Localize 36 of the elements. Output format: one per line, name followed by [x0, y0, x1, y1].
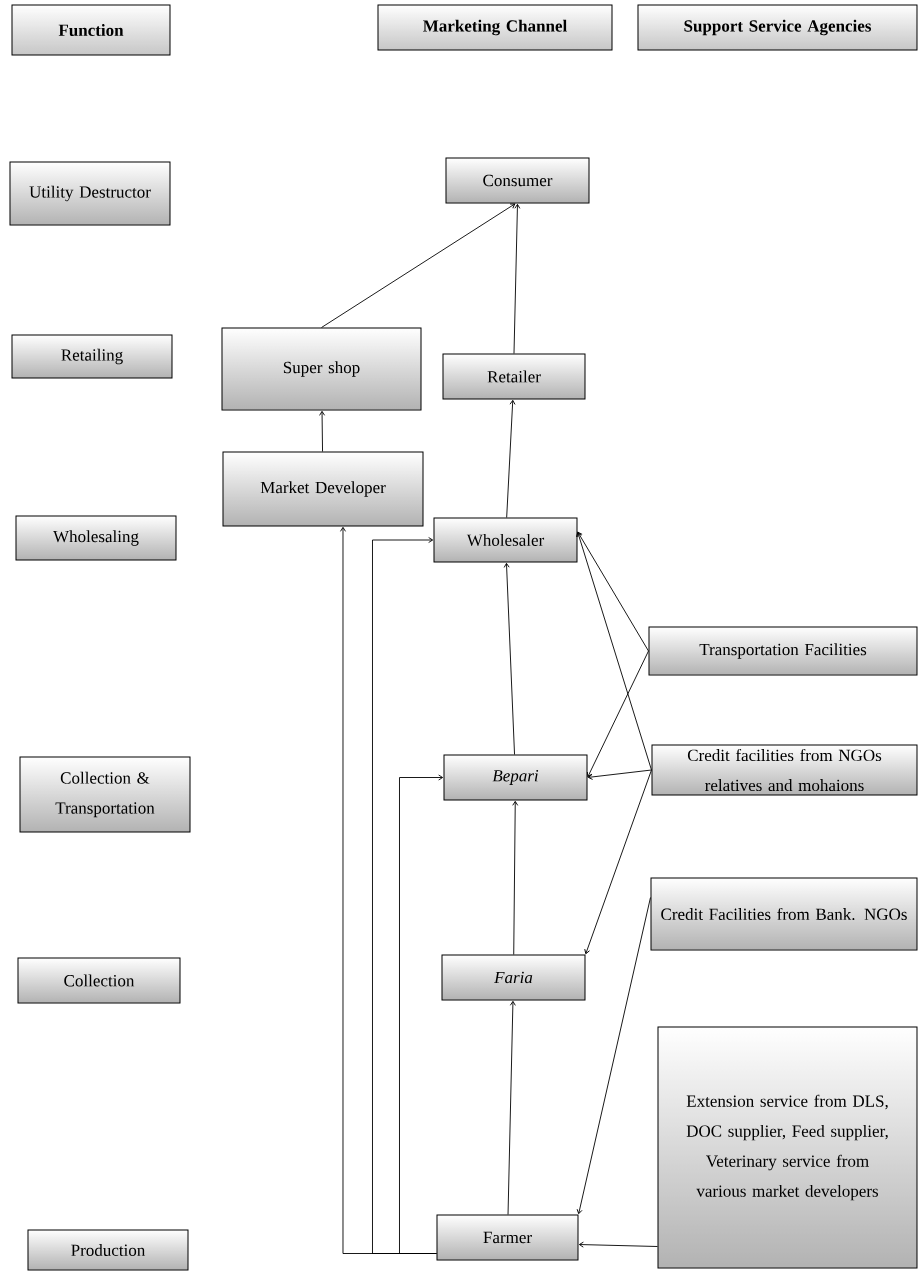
column-header: Support Service Agencies	[637, 4, 918, 51]
arrow	[512, 800, 519, 955]
channel-box: Faria	[441, 954, 586, 1001]
channel-box: Consumer	[445, 157, 590, 204]
channel-box: Retailer	[442, 353, 586, 400]
arrow	[576, 897, 651, 1215]
column-header: Marketing Channel	[377, 4, 613, 51]
channel-box: Farmer	[436, 1214, 579, 1261]
agency-box: Transportation Facilities	[648, 626, 918, 676]
arrow	[584, 769, 652, 955]
channel-box: Market Developer	[222, 451, 424, 527]
arrow	[578, 1241, 658, 1248]
function-box: Production	[27, 1229, 189, 1271]
function-box: Wholesaling	[15, 515, 177, 561]
arrow	[587, 769, 652, 780]
channel-box: Super shop	[221, 327, 422, 411]
arrow	[586, 650, 649, 778]
agency-box: Credit facilities from NGOs relatives and mohaions	[651, 744, 918, 796]
function-box: Collection & Transportation	[19, 756, 191, 833]
arrow	[319, 410, 326, 452]
agency-box: Extension service from DLS, DOC supplier, Feed supplier, Veterinary service from various market developers	[657, 1026, 918, 1269]
arrow	[513, 203, 521, 354]
arrow	[577, 531, 649, 652]
arrow	[506, 399, 516, 518]
arrow	[503, 562, 515, 755]
arrow	[507, 1000, 516, 1215]
column-header: Function	[11, 4, 171, 56]
function-box: Collection	[17, 957, 181, 1004]
channel-box: Bepari	[443, 754, 588, 801]
arrow	[576, 531, 652, 771]
function-box: Utility Destructor	[9, 161, 171, 226]
arrow	[399, 774, 444, 1254]
arrow	[321, 203, 516, 328]
agency-box: Credit Facilities from Bank. NGOs	[650, 877, 918, 951]
channel-box: Wholesaler	[433, 517, 578, 563]
function-box: Retailing	[11, 334, 173, 379]
